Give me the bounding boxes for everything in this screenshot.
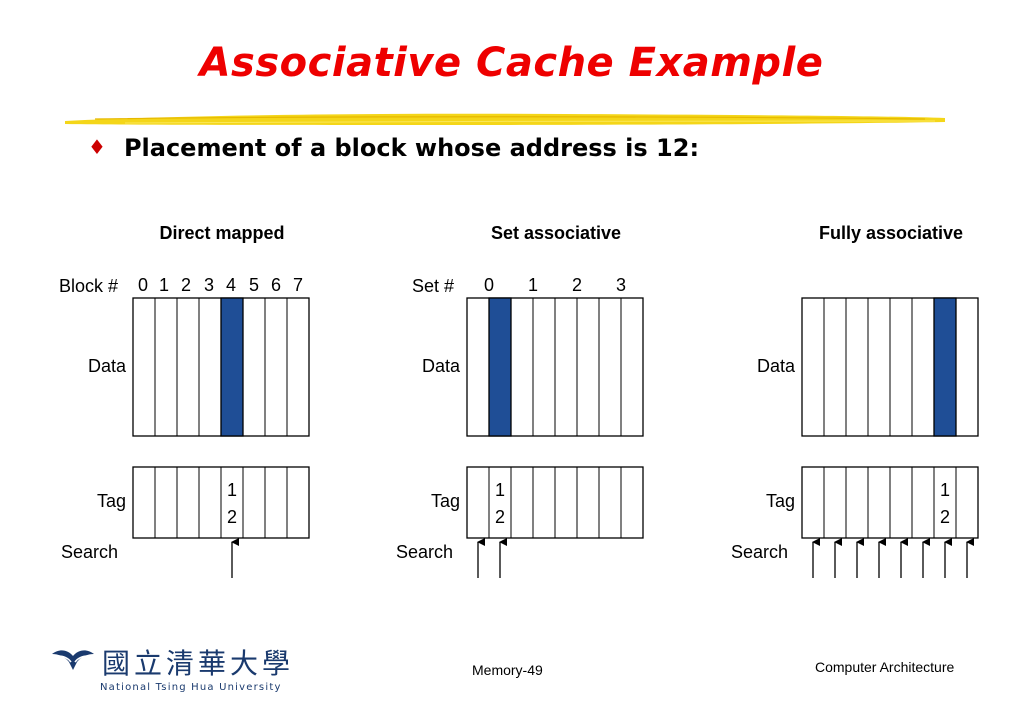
search-label: Search [61, 542, 118, 562]
bullet-item: ♦ Placement of a block whose address is 1… [88, 134, 699, 162]
index-label: Set # [412, 276, 454, 296]
index-value: 0 [138, 275, 148, 295]
index-value: 0 [484, 275, 494, 295]
university-name-english: National Tsing Hua University [100, 682, 282, 693]
placed-block-fill [488, 297, 512, 437]
course-label: Computer Architecture [815, 659, 955, 675]
placed-block-fill [933, 297, 957, 437]
university-emblem-icon [52, 650, 94, 670]
title-underline-brush [65, 113, 945, 125]
panel-heading: Fully associative [819, 223, 963, 243]
data-label: Data [422, 356, 461, 376]
index-value: 2 [572, 275, 582, 295]
slide-title: Associative Cache Example [199, 40, 824, 86]
index-value: 4 [226, 275, 236, 295]
index-value: 6 [271, 275, 281, 295]
index-value: 2 [181, 275, 191, 295]
index-value: 1 [159, 275, 169, 295]
university-name-chinese: 國立清華大學 [102, 647, 295, 680]
tag-digit: 1 [227, 480, 237, 500]
tag-digit: 2 [227, 507, 237, 527]
page-label: Memory-49 [472, 662, 543, 678]
tag-digit: 2 [495, 507, 505, 527]
index-value: 1 [528, 275, 538, 295]
tag-label: Tag [97, 491, 126, 511]
tag-label: Tag [431, 491, 460, 511]
panel-heading: Direct mapped [159, 223, 284, 243]
index-label: Block # [59, 276, 118, 296]
index-value: 7 [293, 275, 303, 295]
placed-block-fill [220, 297, 244, 437]
university-logo: 國立清華大學 National Tsing Hua University [50, 640, 290, 700]
tag-label: Tag [766, 491, 795, 511]
bullet-text: Placement of a block whose address is 12… [123, 134, 700, 162]
data-label: Data [88, 356, 127, 376]
tag-digit: 1 [940, 480, 950, 500]
tag-digit: 1 [495, 480, 505, 500]
data-label: Data [757, 356, 796, 376]
index-value: 3 [616, 275, 626, 295]
tag-digit: 2 [940, 507, 950, 527]
search-label: Search [731, 542, 788, 562]
diamond-bullet-icon: ♦ [88, 135, 106, 159]
panel-heading: Set associative [491, 223, 621, 243]
search-label: Search [396, 542, 453, 562]
index-value: 5 [249, 275, 259, 295]
index-value: 3 [204, 275, 214, 295]
